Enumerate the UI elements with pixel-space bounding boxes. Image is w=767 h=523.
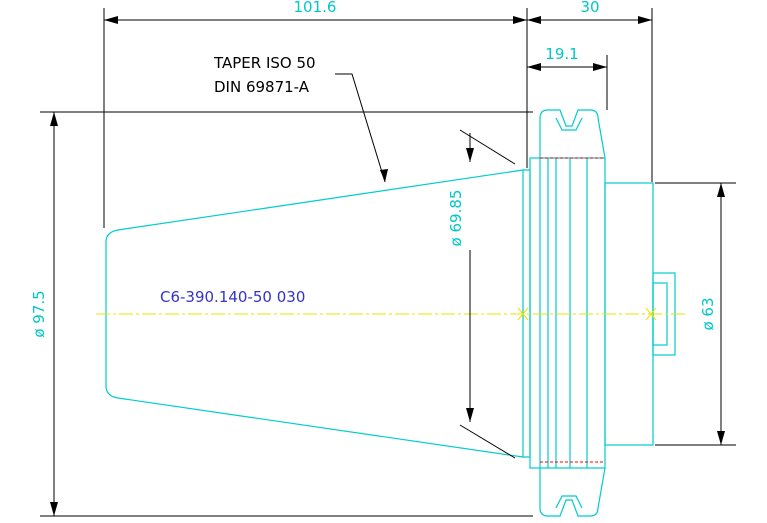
dim-shank-diameter: ø 63 bbox=[699, 297, 717, 330]
dim-flange-diameter: ø 97.5 bbox=[30, 290, 48, 337]
hidden-lines bbox=[540, 157, 605, 463]
taper-note-line-2: DIN 69871-A bbox=[214, 78, 310, 96]
taper-cone bbox=[105, 169, 524, 458]
flange-bottom-groove bbox=[539, 467, 606, 517]
center-marks bbox=[517, 307, 657, 321]
taper-leader bbox=[335, 73, 386, 183]
dim-flange-offset: 19.1 bbox=[545, 45, 578, 63]
flange-bottom-groove-inner bbox=[555, 495, 583, 509]
dim-overall-length: 101.6 bbox=[294, 0, 337, 16]
gauge-leader-top bbox=[459, 129, 516, 165]
flange-top-groove-inner bbox=[555, 117, 583, 131]
arrowheads bbox=[50, 16, 725, 516]
dim-gauge-diameter: ø 69.85 bbox=[447, 190, 465, 247]
part-number-label: C6-390.140-50 030 bbox=[160, 288, 305, 306]
flange-top-groove bbox=[539, 109, 606, 159]
dim-flange-length: 30 bbox=[580, 0, 599, 16]
dimension-lines bbox=[40, 8, 736, 517]
taper-note-line-1: TAPER ISO 50 bbox=[213, 54, 316, 72]
gauge-leader-bottom bbox=[459, 424, 516, 459]
